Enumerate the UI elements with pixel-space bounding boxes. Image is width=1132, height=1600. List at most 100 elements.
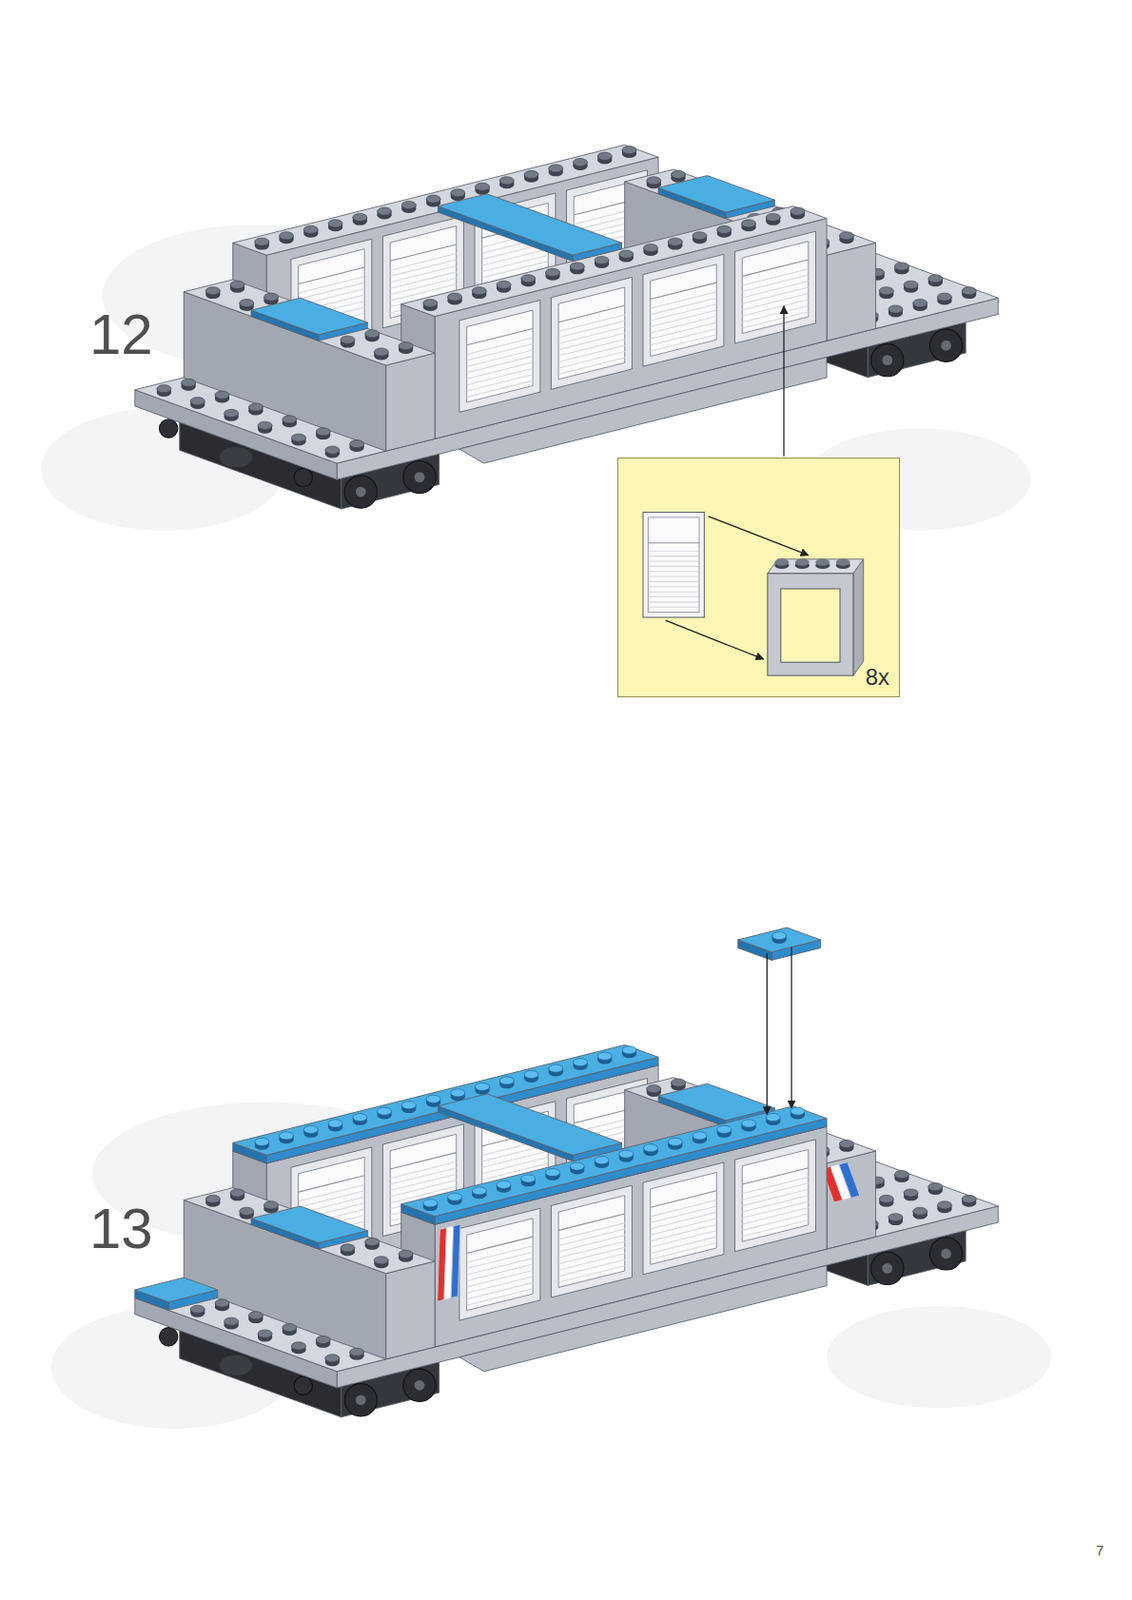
brick-face xyxy=(386,352,435,451)
window-blind xyxy=(741,1176,809,1193)
brick-face xyxy=(434,1118,827,1226)
window-blind xyxy=(741,269,809,286)
window-blind xyxy=(390,253,457,271)
stud xyxy=(282,1324,297,1332)
window-opening xyxy=(780,588,840,663)
window-blind xyxy=(558,314,625,332)
window-mullion xyxy=(390,1152,457,1170)
window-mullion xyxy=(650,1190,718,1208)
window-blind xyxy=(650,1200,718,1217)
window-pane xyxy=(467,1218,534,1311)
stud xyxy=(448,1192,463,1201)
stud xyxy=(521,274,536,283)
stud xyxy=(496,280,511,289)
stud xyxy=(315,428,331,436)
stud xyxy=(961,1194,976,1203)
stud xyxy=(961,287,976,295)
brick-face xyxy=(434,218,827,440)
stud xyxy=(377,207,392,215)
stripe-decoration xyxy=(450,1224,461,1298)
placement-arrow xyxy=(708,516,809,556)
stud xyxy=(350,1347,365,1356)
wheel-hub xyxy=(355,1394,367,1406)
window-blind xyxy=(390,1161,457,1178)
stud xyxy=(248,403,263,411)
stud xyxy=(279,232,294,240)
window-mullion xyxy=(298,267,366,284)
stud xyxy=(692,1132,707,1140)
brick-face xyxy=(183,1188,435,1274)
stud xyxy=(903,280,918,289)
brick-face xyxy=(251,1206,368,1244)
window-blind xyxy=(648,550,698,552)
stud xyxy=(315,1335,331,1344)
cloud xyxy=(826,1306,1052,1408)
stud xyxy=(448,292,463,301)
stud xyxy=(401,201,416,210)
stud xyxy=(214,1299,230,1308)
window-blind xyxy=(648,576,698,578)
brick-face xyxy=(826,242,876,341)
stud xyxy=(499,176,514,185)
stud xyxy=(471,287,487,295)
brick-face xyxy=(401,1106,827,1217)
stud xyxy=(181,378,196,387)
window-frame xyxy=(767,559,864,574)
wheel-hub xyxy=(940,1249,952,1260)
stud xyxy=(888,305,903,313)
stud xyxy=(239,299,254,308)
stud xyxy=(471,1187,487,1195)
callout-art xyxy=(617,306,900,698)
pointer-arrow xyxy=(782,306,784,457)
stud xyxy=(594,1156,609,1165)
brick-face xyxy=(437,194,622,255)
window-blind xyxy=(648,601,698,603)
stud xyxy=(475,1082,490,1091)
wheel-hub xyxy=(881,354,893,366)
stud xyxy=(790,207,805,215)
stud xyxy=(340,1244,355,1252)
callout-panel xyxy=(617,457,900,698)
wheel xyxy=(929,329,962,362)
stud xyxy=(239,1207,254,1215)
stud xyxy=(765,213,781,221)
stud xyxy=(839,232,854,240)
wheel xyxy=(871,1251,904,1285)
stud xyxy=(352,213,368,221)
stud xyxy=(646,176,662,185)
wheel-hub xyxy=(414,1380,426,1391)
stud xyxy=(546,1168,561,1176)
stud xyxy=(795,558,810,566)
stud xyxy=(214,390,230,399)
stud xyxy=(667,237,683,246)
stud xyxy=(254,237,270,246)
stud xyxy=(398,1249,413,1258)
window-frame xyxy=(767,573,854,676)
brick-face xyxy=(233,1044,659,1155)
window-blind xyxy=(648,591,698,593)
stud xyxy=(325,446,340,454)
brick-face xyxy=(434,1126,827,1347)
stud xyxy=(254,1137,270,1146)
placement-arrow xyxy=(790,946,792,1108)
window-pane xyxy=(647,517,700,613)
brick-face xyxy=(658,175,775,214)
window-pane xyxy=(558,287,625,380)
stud xyxy=(644,244,659,253)
window-frame xyxy=(550,276,632,390)
stud xyxy=(692,232,707,240)
window-blind xyxy=(298,276,366,293)
stud xyxy=(619,250,634,258)
coupler xyxy=(219,1355,253,1376)
wheel xyxy=(403,460,436,493)
brick-face xyxy=(183,292,386,451)
wheel xyxy=(929,1237,962,1270)
stud xyxy=(594,255,609,264)
callout-box: 8x xyxy=(617,457,900,698)
window-mullion xyxy=(741,1168,809,1185)
stud xyxy=(205,287,220,295)
wheel xyxy=(403,1368,436,1402)
stud xyxy=(548,1064,564,1073)
stud xyxy=(524,1070,539,1078)
